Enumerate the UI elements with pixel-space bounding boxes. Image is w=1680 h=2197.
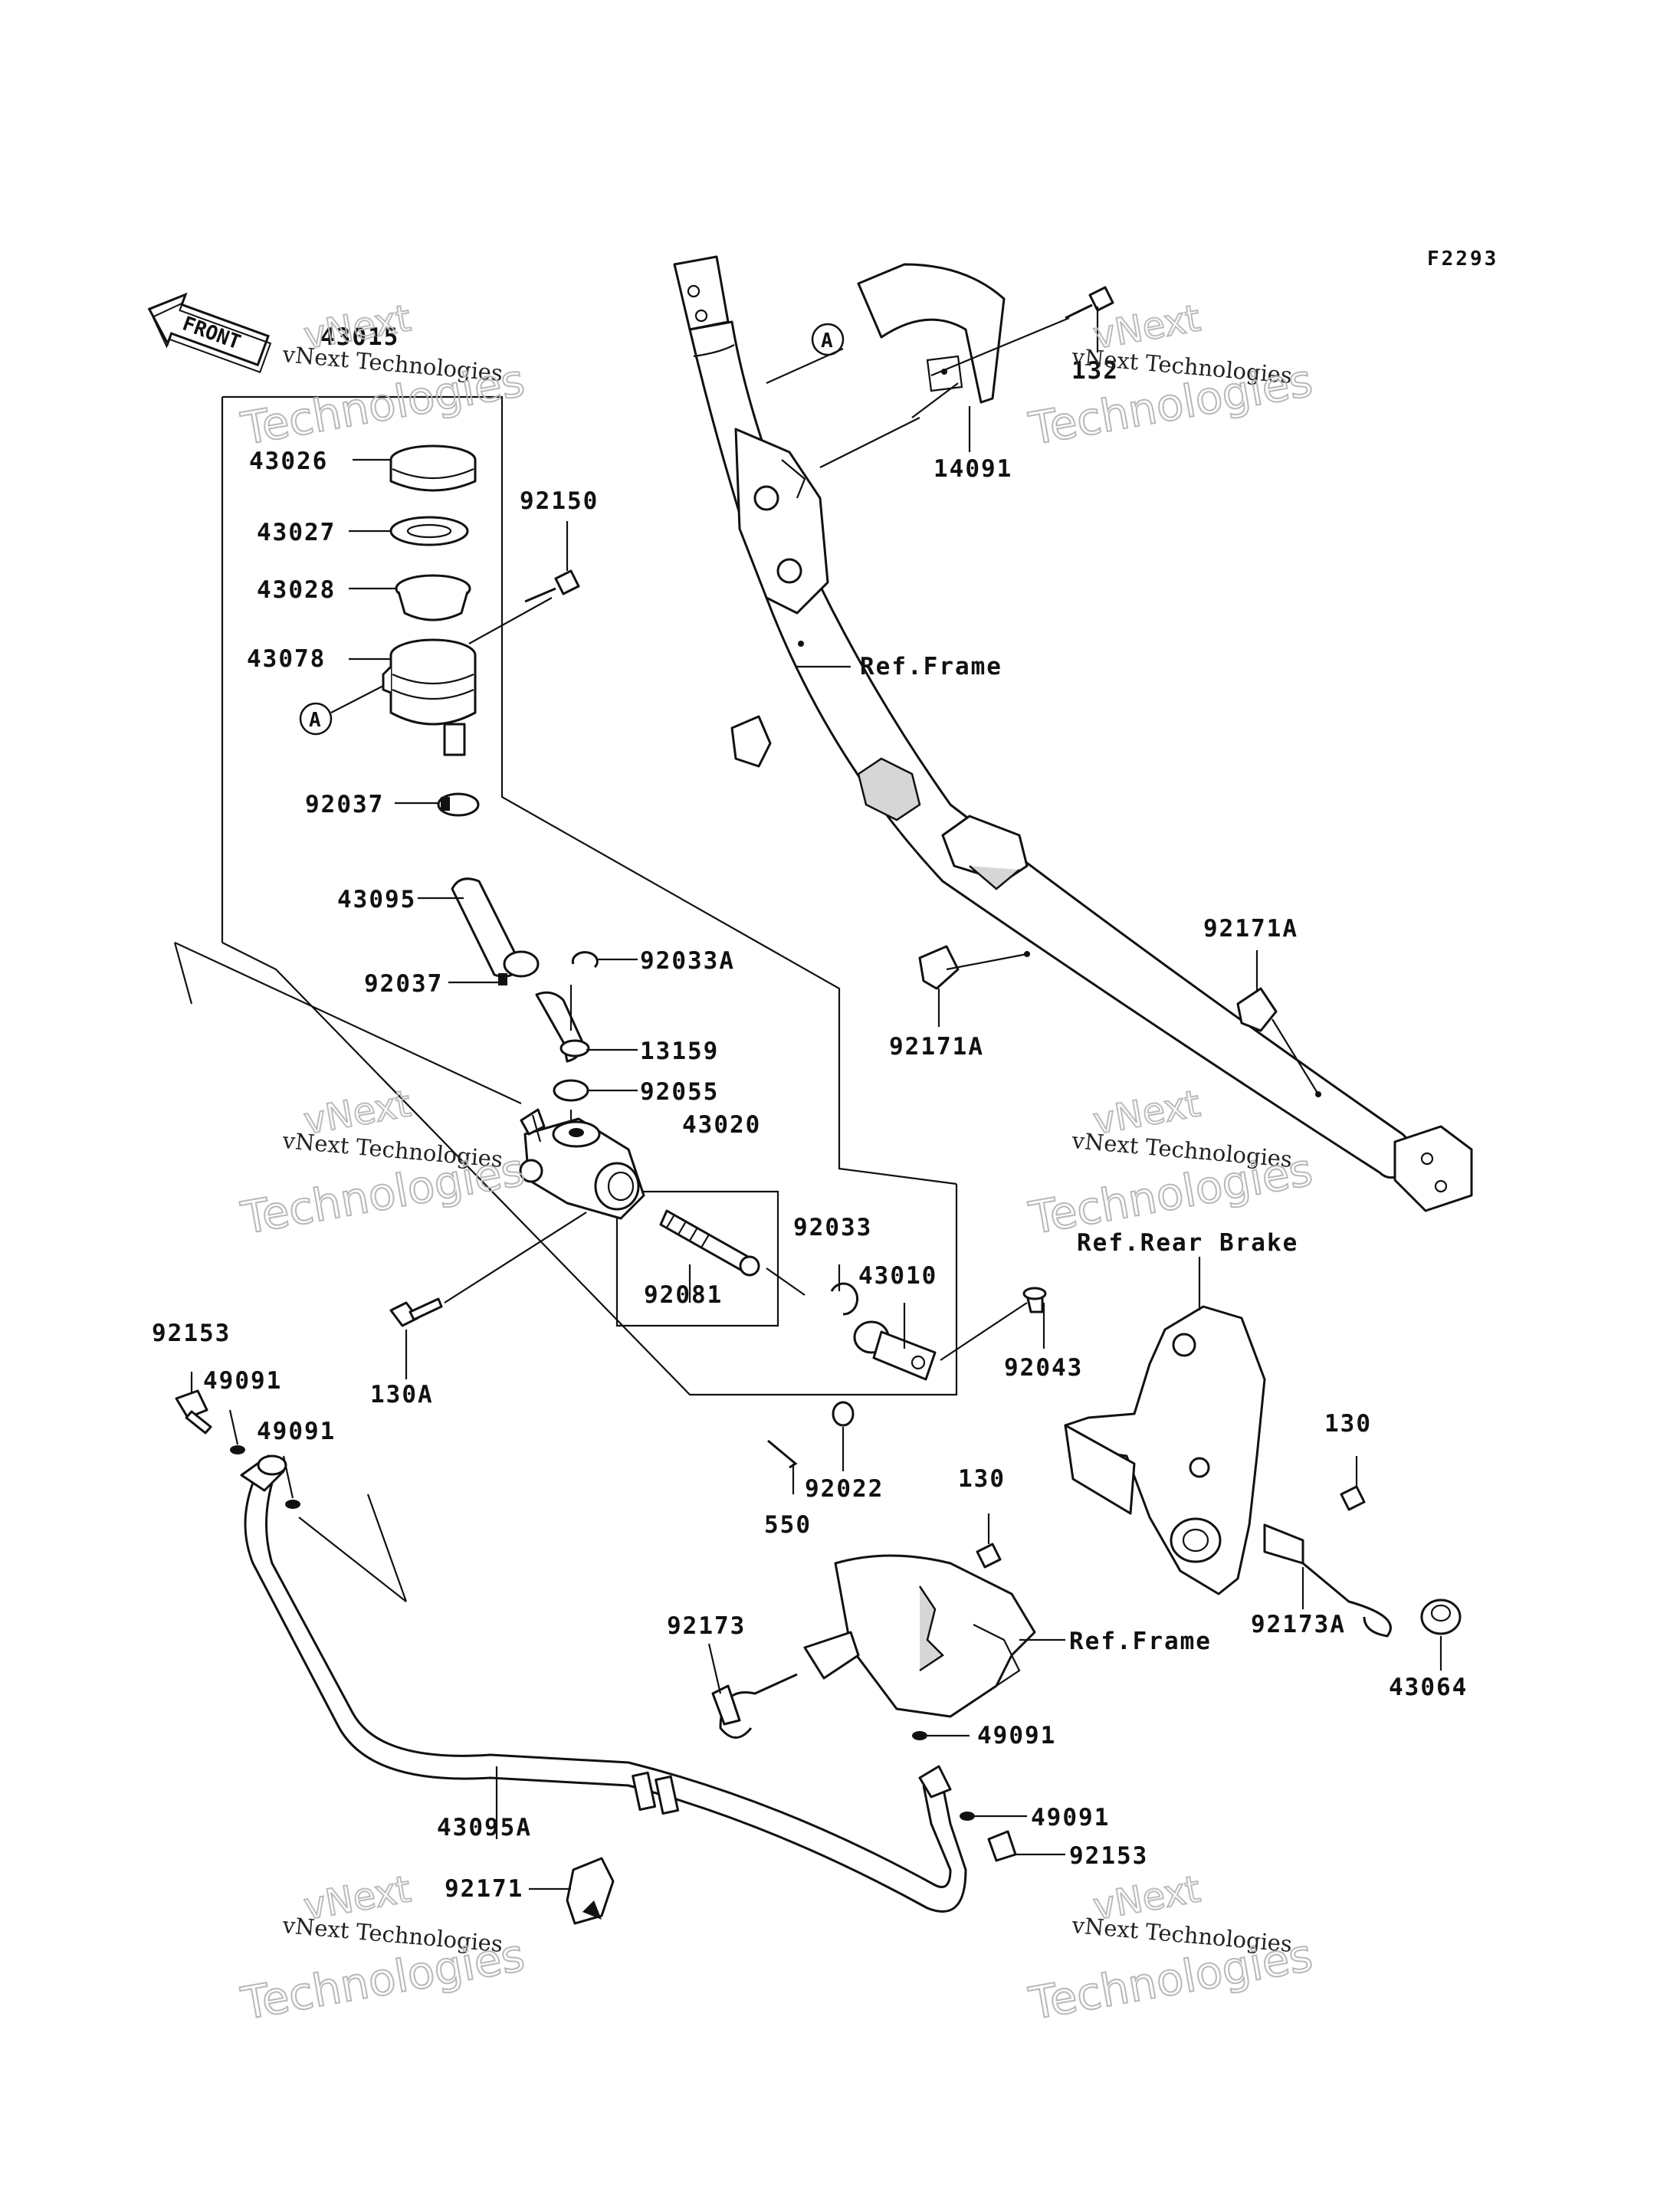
- fitting-13159: [535, 991, 590, 1063]
- label-49091-a: 49091: [203, 1367, 282, 1395]
- label-43095A: 43095A: [437, 1814, 532, 1841]
- leader-lines: [190, 307, 1442, 1890]
- clip-92171A-right: [1236, 987, 1278, 1032]
- label-132: 132: [1071, 357, 1119, 385]
- label-43020: 43020: [682, 1111, 761, 1139]
- label-43095: 43095: [337, 886, 416, 913]
- label-130-lower: 130: [958, 1465, 1006, 1493]
- bolt-92153-right: [987, 1830, 1017, 1862]
- part-labels: 43015 43026 43027 43028 43078 92150 9203…: [152, 323, 1468, 1903]
- label-43010: 43010: [858, 1262, 937, 1290]
- label-92043: 92043: [1004, 1354, 1083, 1382]
- label-43078: 43078: [247, 645, 326, 673]
- master-cylinder-body: [519, 1108, 645, 1220]
- circlip-92033: [830, 1282, 859, 1316]
- diaphragm-plate-43027: [389, 516, 469, 546]
- bolt-92150: [524, 569, 580, 603]
- label-49091-c: 49091: [977, 1722, 1056, 1749]
- watermark-top-left: vNext Technologies vNext Technologies: [237, 296, 530, 456]
- label-14091: 14091: [934, 455, 1012, 483]
- o-ring-92055: [553, 1079, 589, 1102]
- label-43015: 43015: [320, 323, 399, 351]
- watermark-bottom-right: vNext Technologies vNext Technologies: [1025, 1867, 1317, 2031]
- clamp-92037-upper: [437, 792, 480, 817]
- circlip-92033A: [571, 951, 599, 969]
- watermark-mid-right: vNext Technologies vNext Technologies: [1025, 1081, 1317, 1245]
- label-43028: 43028: [257, 576, 336, 604]
- label-92033A: 92033A: [640, 947, 735, 975]
- label-43064: 43064: [1389, 1674, 1468, 1701]
- label-43026: 43026: [249, 448, 328, 475]
- svg-text:vNext: vNext: [300, 1867, 414, 1929]
- label-92022: 92022: [805, 1475, 884, 1503]
- label-92037-upper: 92037: [305, 791, 384, 818]
- bolt-132: [1065, 286, 1114, 320]
- frame-tube: [673, 255, 1473, 1212]
- label-550: 550: [764, 1511, 812, 1539]
- label-13159: 13159: [640, 1038, 719, 1065]
- reservoir-cap-43026: [389, 444, 477, 492]
- svg-text:vNext: vNext: [300, 1082, 414, 1143]
- svg-text:A: A: [309, 709, 321, 732]
- spring-92173: [711, 1673, 798, 1739]
- label-43027: 43027: [257, 519, 336, 546]
- label-92173: 92173: [667, 1612, 746, 1640]
- label-92033: 92033: [793, 1214, 872, 1241]
- label-ref-frame-upper: Ref.Frame: [860, 653, 1002, 680]
- lower-frame-section: [803, 1554, 1036, 1718]
- washer-49091-left: [230, 1445, 300, 1509]
- bolt-130-lower: [976, 1543, 1002, 1569]
- piston-kit-43020: [659, 1209, 760, 1277]
- pin-92043: [1022, 1287, 1047, 1313]
- label-130A: 130A: [370, 1381, 434, 1408]
- clip-92171A-left: [918, 945, 960, 990]
- clip-92171: [566, 1857, 615, 1925]
- svg-text:vNext: vNext: [1090, 1867, 1203, 1929]
- label-92171: 92171: [445, 1875, 523, 1903]
- label-92055: 92055: [640, 1078, 719, 1106]
- label-130-brake: 130: [1324, 1410, 1372, 1438]
- label-ref-rear-brake: Ref.Rear Brake: [1077, 1229, 1298, 1257]
- bolt-130A: [389, 1297, 443, 1327]
- diaphragm-43028: [395, 574, 471, 621]
- svg-text:vNext: vNext: [1090, 1082, 1203, 1143]
- label-92171A-left: 92171A: [889, 1033, 984, 1061]
- label-92150: 92150: [520, 487, 599, 515]
- switch-spring-92173A: [1263, 1523, 1392, 1638]
- label-ref-frame-lower: Ref.Frame: [1069, 1628, 1212, 1655]
- cotter-pin-550: [767, 1439, 798, 1469]
- push-rod-43010: [853, 1320, 937, 1381]
- label-49091-d: 49091: [1031, 1804, 1110, 1831]
- cover-14091: [857, 263, 1006, 404]
- reservoir-43078: [382, 638, 477, 756]
- label-92171A-right: 92171A: [1203, 915, 1298, 943]
- rear-brake-pedal: [1064, 1305, 1266, 1595]
- label-49091-b: 49091: [257, 1418, 336, 1445]
- assembly-outline: [173, 395, 958, 1396]
- bolt-92153-left: [175, 1389, 212, 1435]
- label-92173A: 92173A: [1251, 1611, 1346, 1638]
- bolt-130-brake: [1340, 1485, 1366, 1511]
- label-92153-left: 92153: [152, 1320, 231, 1347]
- label-92153-right: 92153: [1069, 1842, 1148, 1870]
- label-92037-lower: 92037: [364, 970, 443, 998]
- watermark-top-right: vNext Technologies vNext Technologies: [1025, 296, 1317, 456]
- figure-code: F2293: [1427, 248, 1498, 271]
- washer-49091-right: [912, 1731, 975, 1821]
- front-arrow-icon: FRONT: [147, 292, 272, 374]
- washer-92022: [832, 1401, 855, 1427]
- watermark-mid-left: vNext Technologies vNext Technologies: [237, 1081, 530, 1245]
- brake-hose-43095A: [240, 1454, 967, 1913]
- callout-a-reservoir: A: [299, 702, 333, 736]
- clamp-92037-lower: [498, 950, 540, 985]
- grommet-43064: [1420, 1599, 1462, 1635]
- label-92081: 92081: [644, 1281, 723, 1309]
- svg-text:A: A: [821, 330, 833, 353]
